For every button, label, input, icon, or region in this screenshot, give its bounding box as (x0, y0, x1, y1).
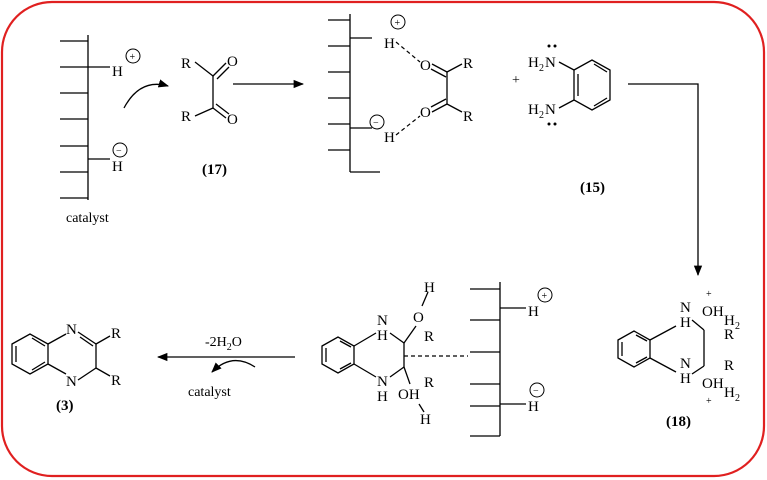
r-group: R (111, 326, 121, 342)
compound-15-label: (15) (580, 180, 605, 196)
hydrogen: H (384, 36, 395, 52)
r-group: R (424, 375, 434, 391)
catalyst-label-top: catalyst (66, 211, 109, 226)
arrow-step-2 (628, 83, 703, 277)
compound-15-structure: H 2 N H 2 N (528, 44, 611, 126)
r-group: R (724, 327, 734, 343)
r-group: R (724, 358, 734, 374)
charge-plus: + (395, 18, 401, 29)
hydrogen: H (377, 389, 388, 405)
hydrogen: H (528, 399, 539, 415)
plus-sign: + (512, 73, 520, 88)
hydrogen: H (528, 304, 539, 320)
diol-intermediate-structure: N H N H O H R R OH H (321, 280, 468, 428)
compound-17-label: (17) (202, 162, 227, 178)
charge-plus: + (130, 52, 136, 63)
oxygen: O (227, 54, 238, 70)
subscript-2: 2 (735, 393, 740, 404)
r-group: R (181, 56, 191, 72)
subscript-2: 2 (539, 63, 544, 74)
nitrogen: N (377, 313, 388, 329)
catalyst-diketone-complex: H + H − O O R R (328, 14, 473, 173)
oxygen: O (420, 105, 431, 121)
curved-arrow-proton (123, 79, 170, 109)
r-group: R (463, 109, 473, 125)
hydrogen: H (377, 328, 388, 344)
hydrogen: H (528, 102, 539, 118)
hydroxyl: OH (398, 387, 420, 403)
subscript-2: 2 (735, 321, 740, 332)
nitrogen: N (545, 55, 556, 71)
hydrogen: H (384, 130, 395, 146)
compound-3-label: (3) (56, 398, 74, 414)
oxygen: O (420, 58, 431, 74)
nitrogen: N (377, 374, 388, 390)
compound-17-structure: R O R O (181, 54, 238, 128)
r-group: R (111, 373, 121, 389)
charge-plus: + (542, 291, 548, 302)
r-group: R (181, 109, 191, 125)
hydrogen: H (424, 280, 435, 296)
catalyst-surface-left: H + H − (60, 35, 170, 200)
curved-arrow-catalyst (211, 360, 256, 373)
hydrogen: H (528, 55, 539, 71)
conditions-above: -2H2O (205, 335, 242, 353)
oxygen: O (227, 112, 238, 128)
charge-minus: − (373, 118, 379, 129)
compound-18-structure: N H N H OH H 2 + R R OH H 2 + (617, 289, 740, 407)
nitrogen: N (66, 322, 77, 338)
hydrogen: H (680, 315, 691, 331)
oxygen: O (413, 310, 424, 326)
charge-minus: − (533, 386, 539, 397)
charge-minus: − (116, 146, 122, 157)
hydrogen: H (680, 371, 691, 387)
compound-3-structure: N N R R (11, 322, 121, 390)
subscript-2: 2 (539, 110, 544, 121)
compound-18-label: (18) (666, 414, 691, 430)
r-group: R (463, 56, 473, 72)
hydrogen: H (420, 412, 431, 428)
r-group: R (424, 329, 434, 345)
nitrogen: N (66, 374, 77, 390)
hydrogen: H (724, 313, 735, 329)
nitrogen: N (680, 356, 691, 372)
catalyst-surface-right: H + H − (470, 282, 553, 437)
catalyst-h-bottom: H (112, 159, 123, 175)
charge-plus: + (706, 289, 712, 300)
charge-plus: + (706, 396, 712, 407)
hydroxyl-oxonium: OH (702, 304, 724, 320)
conditions-below: catalyst (188, 385, 231, 400)
hydroxyl-oxonium: OH (702, 376, 724, 392)
catalyst-h-top: H (112, 64, 123, 80)
nitrogen: N (680, 300, 691, 316)
hydrogen: H (724, 385, 735, 401)
nitrogen: N (545, 102, 556, 118)
